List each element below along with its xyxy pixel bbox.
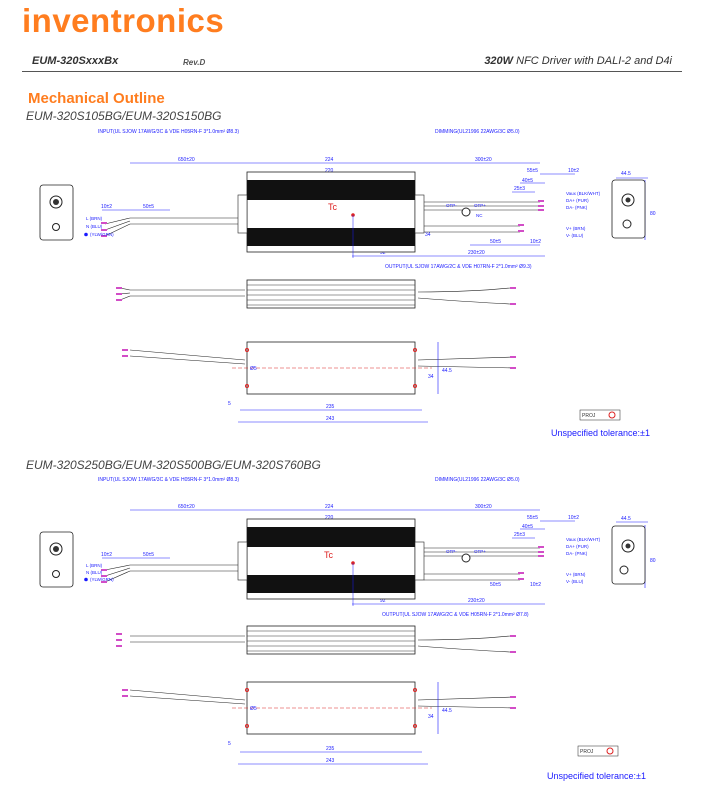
dim-lead-right: 300±20 — [475, 157, 492, 163]
wire-v-plus: V+ (BRN) — [566, 226, 586, 231]
dim-235: 235 — [326, 404, 335, 410]
dim-92: 92 — [380, 250, 386, 256]
dim-5: 5 — [228, 401, 231, 407]
section-title: Mechanical Outline — [28, 90, 165, 107]
svg-text:DA- (PNK): DA- (PNK) — [566, 551, 588, 556]
svg-text:300±20: 300±20 — [475, 504, 492, 510]
svg-text:44.5: 44.5 — [621, 516, 631, 522]
tc-label: Tc — [328, 202, 338, 212]
otp-nc: NC — [476, 213, 483, 218]
dim-243: 243 — [326, 416, 335, 422]
svg-text:PROJ: PROJ — [582, 413, 596, 419]
dim-40: 40±5 — [522, 178, 533, 184]
svg-text:10±2: 10±2 — [101, 552, 112, 558]
svg-text:44.5: 44.5 — [442, 708, 452, 714]
svg-text:OTP+: OTP+ — [474, 549, 486, 554]
drawing-1-models: EUM-320S105BG/EUM-320S150BG — [26, 109, 222, 123]
dim-80: 80 — [650, 211, 656, 217]
wire-da-plus: DA+ (PUR) — [566, 198, 589, 203]
svg-text:(YLW/GRN): (YLW/GRN) — [90, 577, 114, 582]
svg-text:34: 34 — [428, 714, 434, 720]
svg-text:235: 235 — [326, 746, 335, 752]
dim-50-left: 50±5 — [143, 204, 154, 210]
svg-text:10±2: 10±2 — [530, 582, 541, 588]
dim-230: 230±20 — [468, 250, 485, 256]
projection-symbol: PROJ — [579, 409, 621, 421]
svg-text:55±5: 55±5 — [527, 515, 538, 521]
dim-phi5: Ø5 — [250, 366, 257, 372]
svg-text:V+ (BRN): V+ (BRN) — [566, 572, 586, 577]
svg-text:224: 224 — [325, 504, 334, 510]
drawing-2-models: EUM-320S250BG/EUM-320S500BG/EUM-320S760B… — [26, 458, 321, 472]
svg-text:650±20: 650±20 — [178, 504, 195, 510]
dimming-cable-note: DIMMING(UL21996 22AWG/3C Ø5.0) — [435, 129, 520, 135]
svg-text:Ø5: Ø5 — [250, 706, 257, 712]
dim-body-length: 224 — [325, 157, 334, 163]
dim-strip-out: 10±2 — [530, 239, 541, 245]
otp-plus: OTP+ — [474, 203, 486, 208]
wire-vaux: Vaux (BLK/WHT) — [566, 191, 601, 196]
dim-lead-left: 650±20 — [178, 157, 195, 163]
input-cable-note-2: INPUT(UL SJOW 17AWG/3C & VDE H05RN-F 3*1… — [98, 477, 239, 483]
dim-strip-right: 10±2 — [568, 168, 579, 174]
svg-text:50±5: 50±5 — [143, 552, 154, 558]
dim-34-b: 34 — [428, 374, 434, 380]
svg-text:DA+ (PUR): DA+ (PUR) — [566, 544, 589, 549]
svg-text:10±2: 10±2 — [568, 515, 579, 521]
svg-text:5: 5 — [228, 741, 231, 747]
model-family: EUM-320SxxxBx — [32, 55, 119, 67]
svg-text:V- (BLU): V- (BLU) — [566, 579, 584, 584]
input-cable-note: INPUT(UL SJOW 17AWG/3C & VDE H05RN-F 3*1… — [98, 129, 239, 135]
svg-text:230±20: 230±20 — [468, 598, 485, 604]
dim-44-5: 44.5 — [621, 171, 631, 177]
svg-text:Tc: Tc — [324, 550, 334, 560]
svg-text:PROJ: PROJ — [580, 749, 594, 755]
svg-text:40±5: 40±5 — [522, 524, 533, 530]
header-divider — [22, 71, 682, 72]
svg-text:50±5: 50±5 — [490, 582, 501, 588]
svg-text:92: 92 — [380, 598, 386, 604]
svg-text:Vaux (BLK/WHT): Vaux (BLK/WHT) — [566, 537, 601, 542]
tolerance-note-2: Unspecified tolerance:±1 — [547, 771, 646, 781]
brand-logo: inventronics — [22, 2, 225, 39]
svg-text:243: 243 — [326, 758, 335, 764]
dimming-cable-note-2: DIMMING(UL21996 22AWG/3C Ø5.0) — [435, 477, 520, 483]
svg-text:OTP-: OTP- — [446, 549, 457, 554]
wire-gnd: (YLW/GRN) — [90, 232, 114, 237]
mechanical-drawing-1: INPUT(UL SJOW 17AWG/3C & VDE H05RN-F 3*1… — [39, 129, 656, 423]
wire-l: L (BRN) — [86, 216, 103, 221]
dim-55: 55±5 — [527, 168, 538, 174]
wire-da-minus: DA- (PNK) — [566, 205, 588, 210]
dim-44-5-b: 44.5 — [442, 368, 452, 374]
dim-34: 34 — [425, 232, 431, 238]
dim-strip-left: 10±2 — [101, 204, 112, 210]
wire-n: N (BLU) — [86, 224, 103, 229]
dim-50-right: 50±5 — [490, 239, 501, 245]
end-view-right — [611, 179, 646, 239]
dim-25: 25±3 — [514, 186, 525, 192]
svg-text:N (BLU): N (BLU) — [86, 570, 103, 575]
svg-text:L (BRN): L (BRN) — [86, 563, 103, 568]
output-cable-note: OUTPUT(UL SJOW 17AWG/2C & VDE H07RN-F 2*… — [385, 264, 532, 270]
mechanical-drawing-2: INPUT(UL SJOW 17AWG/3C & VDE H05RN-F 3*1… — [39, 477, 656, 765]
end-view-left — [39, 184, 74, 241]
tolerance-note-1: Unspecified tolerance:±1 — [551, 428, 650, 438]
svg-text:80: 80 — [650, 558, 656, 564]
driver-body-side — [246, 279, 416, 309]
svg-text:220: 220 — [325, 515, 334, 521]
svg-text:25±3: 25±3 — [514, 532, 525, 538]
dim-inner-length: 220 — [325, 168, 334, 174]
product-description: 320W NFC Driver with DALI-2 and D4i — [484, 55, 672, 67]
revision: Rev.D — [183, 58, 206, 67]
output-cable-note-2: OUTPUT(UL SJOW 17AWG/2C & VDE H05RN-F 2*… — [382, 612, 529, 618]
wire-v-minus: V- (BLU) — [566, 233, 584, 238]
otp-minus: OTP- — [446, 203, 457, 208]
